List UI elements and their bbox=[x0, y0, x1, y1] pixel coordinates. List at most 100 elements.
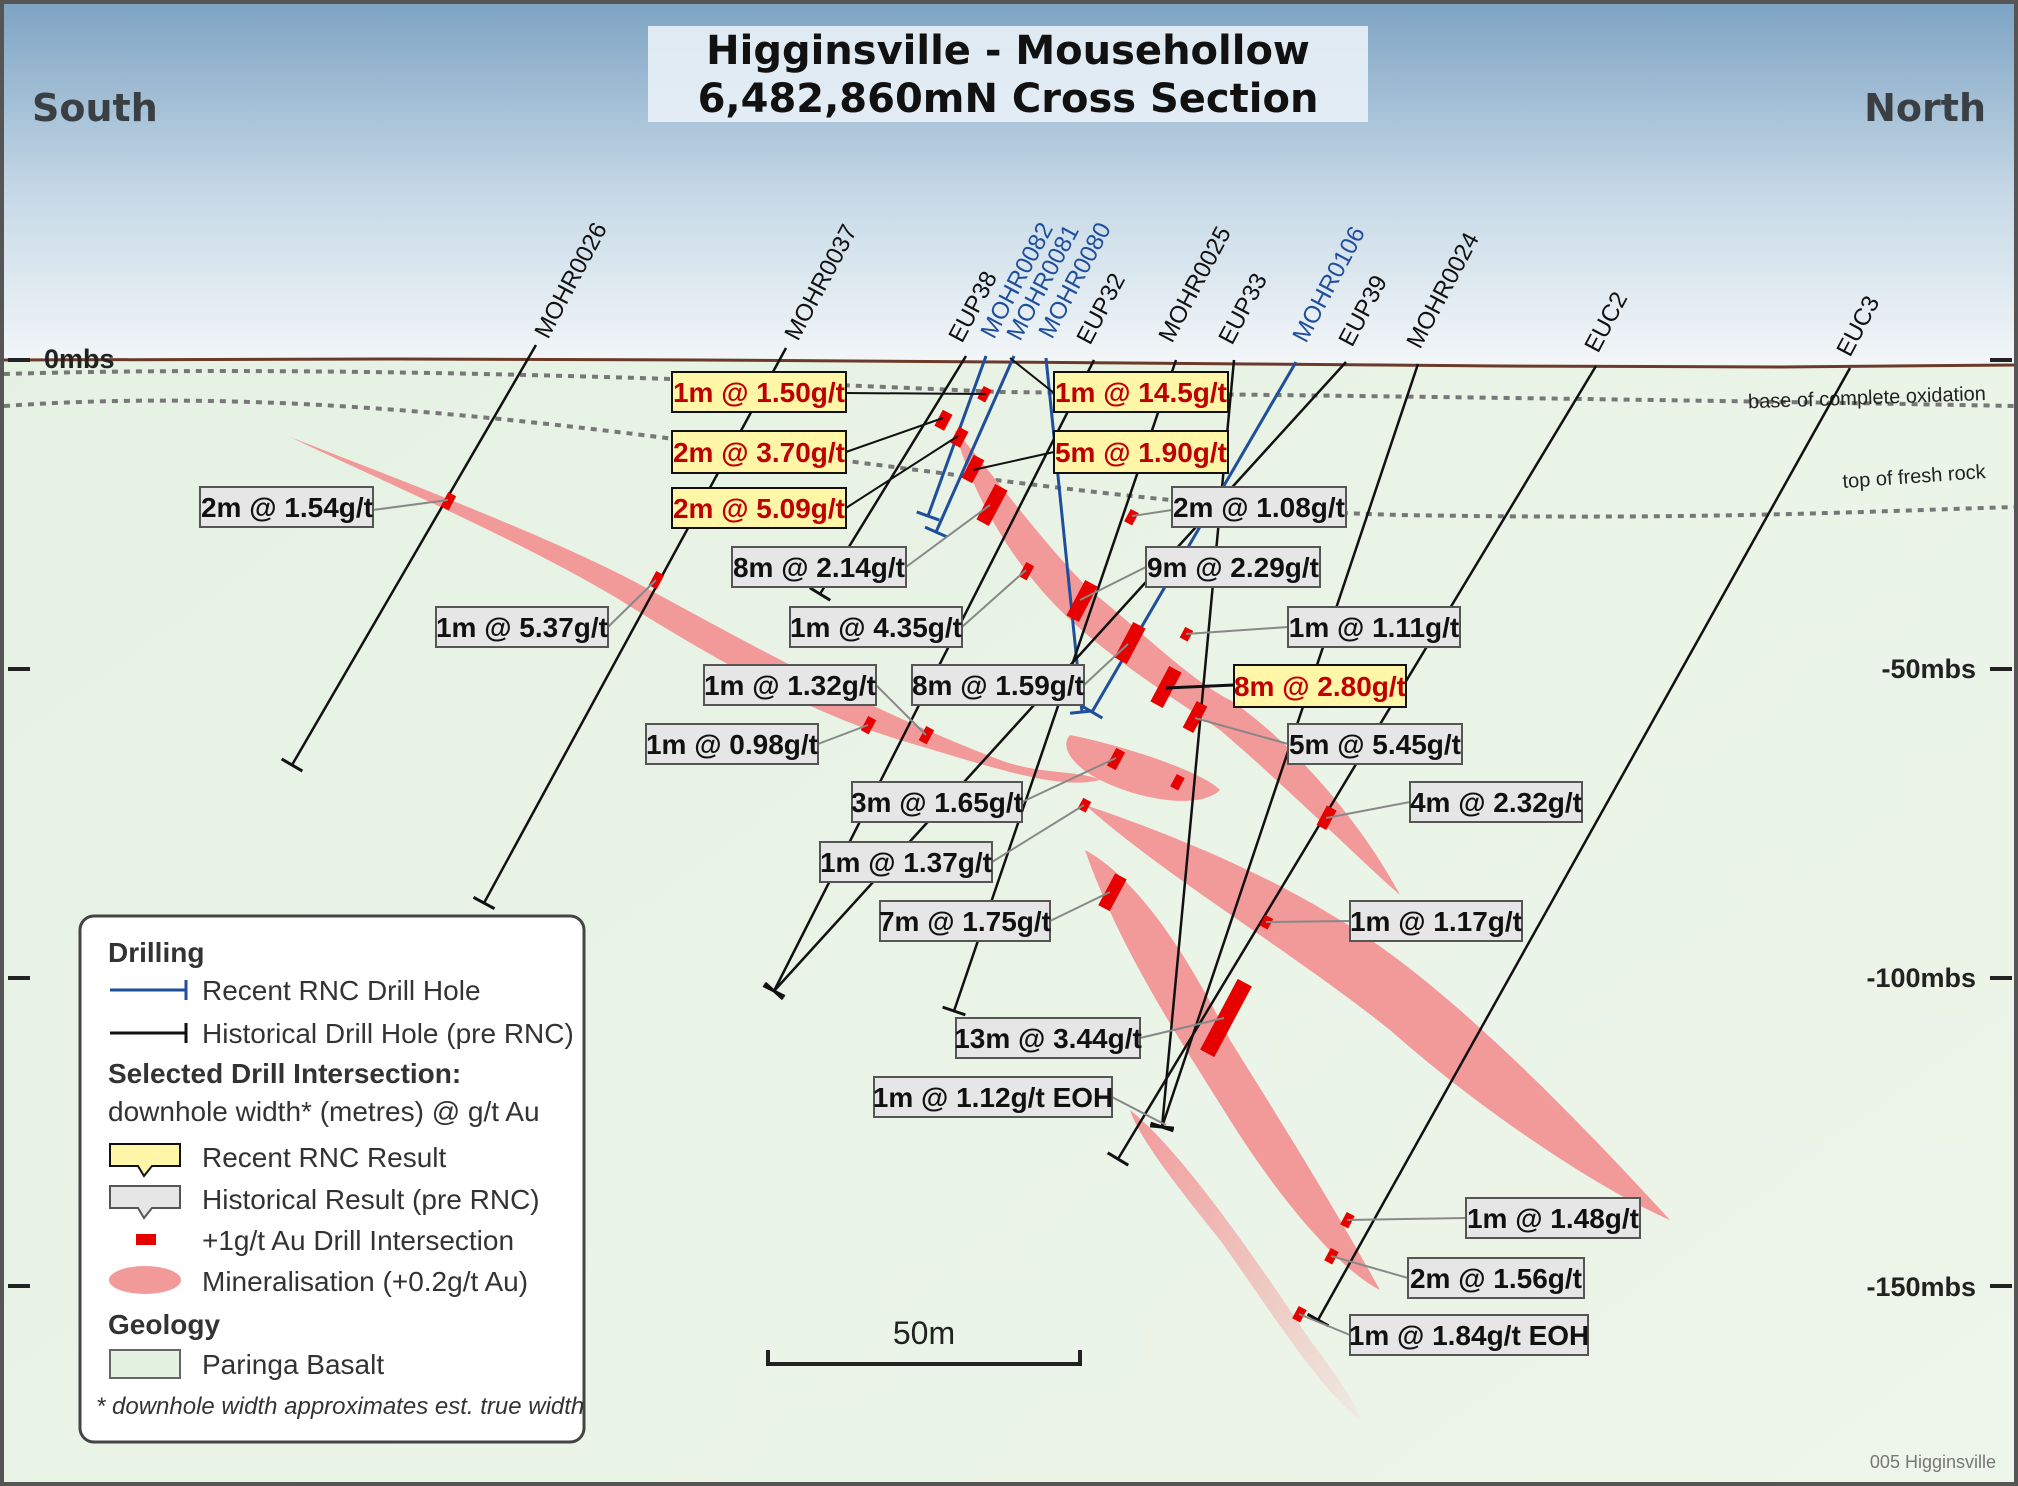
legend-selected-heading: Selected Drill Intersection: bbox=[108, 1058, 461, 1089]
leader-line bbox=[817, 724, 869, 745]
callout-historical-1-32: 1m @ 1.32g/t bbox=[703, 664, 877, 706]
depth-label-0: 0mbs bbox=[44, 344, 115, 374]
fresh-rock-horizon bbox=[3, 398, 2015, 519]
drill-hole-end-cap bbox=[280, 757, 304, 773]
svg-text:2m @ 1.56g/t: 2m @ 1.56g/t bbox=[1410, 1263, 1582, 1294]
svg-text:2m @ 5.09g/t: 2m @ 5.09g/t bbox=[673, 493, 845, 524]
drill-hole-end-cap bbox=[942, 1005, 966, 1017]
callout-historical-2-14: 8m @ 2.14g/t bbox=[731, 546, 907, 588]
leader-line bbox=[1346, 1217, 1467, 1221]
callout-historical-5-37: 1m @ 5.37g/t bbox=[435, 606, 609, 648]
legend-intersection-swatch bbox=[136, 1234, 156, 1245]
legend-intersection-label: +1g/t Au Drill Intersection bbox=[202, 1225, 514, 1256]
callout-historical-2-29: 9m @ 2.29g/t bbox=[1145, 546, 1321, 588]
leader-line bbox=[1009, 357, 1055, 394]
mineralisation-zone bbox=[1085, 850, 1380, 1290]
svg-text:2m @ 1.54g/t: 2m @ 1.54g/t bbox=[201, 492, 373, 523]
svg-text:5m @ 1.90g/t: 5m @ 1.90g/t bbox=[1055, 437, 1227, 468]
intersection-mark bbox=[860, 716, 877, 735]
callout-historical-1-12-eoh: 1m @ 1.12g/t EOH bbox=[873, 1076, 1113, 1118]
leader-lines bbox=[372, 357, 1467, 1336]
svg-text:7m @ 1.75g/t: 7m @ 1.75g/t bbox=[879, 906, 1051, 937]
mineralisation-zone bbox=[1085, 805, 1670, 1220]
title-box bbox=[648, 26, 1368, 122]
sky bbox=[4, 4, 2014, 367]
leader-line bbox=[972, 451, 1055, 471]
legend: Drilling Recent RNC Drill Hole Historica… bbox=[78, 914, 586, 1444]
svg-text:13m @ 3.44g/t: 13m @ 3.44g/t bbox=[954, 1023, 1142, 1054]
svg-text:2m @ 1.08g/t: 2m @ 1.08g/t bbox=[1173, 492, 1345, 523]
callout-historical-1-75: 7m @ 1.75g/t bbox=[879, 900, 1051, 942]
depth-axis bbox=[8, 358, 2012, 1288]
callout-historical-1-84-eoh: 1m @ 1.84g/t EOH bbox=[1349, 1314, 1589, 1356]
leader-line bbox=[845, 417, 944, 453]
callout-recent-1-50: 1m @ 1.50g/t bbox=[671, 371, 847, 413]
leader-line bbox=[845, 435, 959, 509]
svg-text:1m @ 1.37g/t: 1m @ 1.37g/t bbox=[820, 847, 992, 878]
legend-recent-result-label: Recent RNC Result bbox=[202, 1142, 447, 1173]
leader-line bbox=[845, 392, 987, 395]
callout-recent-1-90: 5m @ 1.90g/t bbox=[1053, 430, 1229, 474]
orientation-north: North bbox=[1864, 86, 1986, 130]
scale-bar-label: 50m bbox=[893, 1315, 955, 1351]
drill-hole-end-cap bbox=[808, 586, 832, 602]
leader-line bbox=[372, 499, 449, 511]
intersection-mark bbox=[1182, 700, 1208, 734]
svg-text:1m @ 14.5g/t: 1m @ 14.5g/t bbox=[1055, 377, 1227, 408]
drill-hole-end-cap bbox=[472, 895, 496, 911]
scale-bar: 50m bbox=[766, 1315, 1082, 1366]
legend-drilling-heading: Drilling bbox=[108, 937, 204, 968]
leader-line bbox=[991, 804, 1085, 863]
legend-recent-result-swatch bbox=[109, 1143, 181, 1178]
callout-historical-1-56: 2m @ 1.56g/t bbox=[1407, 1257, 1585, 1299]
svg-text:1m @ 1.48g/t: 1m @ 1.48g/t bbox=[1467, 1203, 1639, 1234]
callout-historical-1-54: 2m @ 1.54g/t bbox=[199, 486, 374, 528]
drill-hole-end-cap bbox=[1106, 1151, 1130, 1167]
svg-text:1m @ 4.35g/t: 1m @ 4.35g/t bbox=[790, 612, 962, 643]
legend-historical-hole-label: Historical Drill Hole (pre RNC) bbox=[202, 1018, 574, 1049]
leader-line bbox=[1185, 626, 1289, 635]
callout-recent-3-70: 2m @ 3.70g/t bbox=[671, 430, 847, 474]
intersection-mark bbox=[1200, 978, 1252, 1058]
drill-hole-end-cap bbox=[924, 525, 948, 539]
leader-line bbox=[905, 504, 991, 568]
depth-label-100: -100mbs bbox=[1866, 963, 1976, 993]
mineralisation-zone bbox=[1130, 1110, 1360, 1420]
callout-historical-1-65: 3m @ 1.65g/t bbox=[851, 781, 1023, 823]
legend-mineralisation-label: Mineralisation (+0.2g/t Au) bbox=[202, 1266, 528, 1297]
drill-hole-end-cap bbox=[916, 510, 940, 522]
legend-selected-sub: downhole width* (metres) @ g/t Au bbox=[108, 1096, 540, 1127]
mineralisation-zone bbox=[1066, 735, 1220, 801]
mineralisation-zones bbox=[290, 430, 1670, 1420]
intersection-mark bbox=[440, 492, 457, 511]
drill-hole-end-cap bbox=[764, 981, 784, 1001]
depth-label-50: -50mbs bbox=[1881, 654, 1976, 684]
callout-recent-2-80: 8m @ 2.80g/t bbox=[1233, 664, 1407, 708]
drill-hole-euc3 bbox=[1316, 367, 1852, 1321]
leader-line bbox=[1131, 509, 1173, 517]
legend-historical-result-swatch bbox=[109, 1185, 181, 1220]
leader-line bbox=[1139, 1017, 1225, 1039]
callout-historical-1-48: 1m @ 1.48g/t bbox=[1465, 1197, 1641, 1239]
legend-recent-hole-label: Recent RNC Drill Hole bbox=[202, 975, 481, 1006]
intersection-mark bbox=[648, 571, 665, 590]
leader-line bbox=[1265, 920, 1351, 923]
callout-historical-5-45: 5m @ 5.45g/t bbox=[1287, 723, 1463, 765]
leader-line bbox=[1049, 891, 1111, 922]
title-line-2: 6,482,860mN Cross Section bbox=[698, 76, 1319, 122]
callout-recent-5-09: 2m @ 5.09g/t bbox=[671, 487, 847, 529]
leader-line bbox=[1298, 1313, 1351, 1336]
intersection-mark bbox=[1124, 508, 1139, 526]
intersection-mark bbox=[1170, 773, 1185, 791]
intersection-mark bbox=[918, 726, 935, 745]
svg-text:1m @ 1.50g/t: 1m @ 1.50g/t bbox=[673, 377, 845, 408]
svg-text:8m @ 2.80g/t: 8m @ 2.80g/t bbox=[1234, 671, 1406, 702]
topography-line bbox=[3, 357, 2015, 369]
depth-label-150: -150mbs bbox=[1866, 1272, 1976, 1302]
drill-hole-end-cap bbox=[1150, 1121, 1174, 1133]
intersection-marks bbox=[440, 385, 1355, 1323]
svg-text:2m @ 3.70g/t: 2m @ 3.70g/t bbox=[673, 437, 845, 468]
drill-hole-end-cap bbox=[1080, 704, 1104, 720]
intersection-mark bbox=[1114, 622, 1146, 664]
callout-historical-4-35: 1m @ 4.35g/t bbox=[789, 606, 963, 648]
